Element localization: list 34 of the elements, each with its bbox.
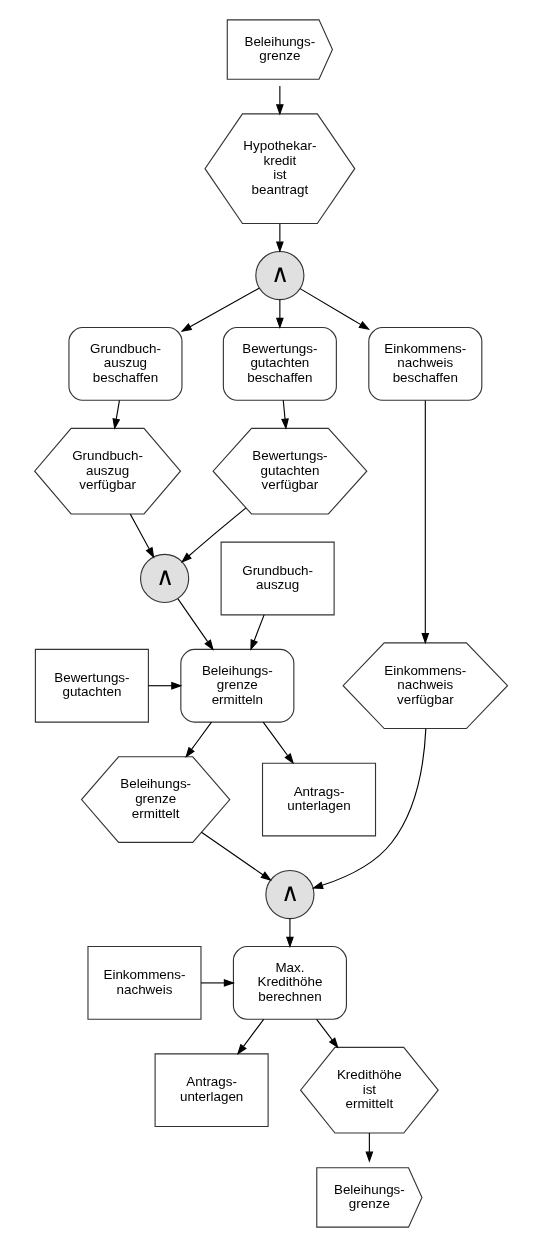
node-circle: ∧ xyxy=(265,869,315,920)
arrow xyxy=(180,287,260,332)
node-box: Antrags- unterlagen xyxy=(261,762,377,837)
node-box: Bewertungs- gutachten xyxy=(34,648,149,723)
arrow xyxy=(299,288,371,331)
arrow xyxy=(421,399,430,645)
arrow xyxy=(185,721,213,759)
arrow xyxy=(311,728,427,889)
arrow xyxy=(286,918,294,948)
node-circle: ∧ xyxy=(255,250,305,301)
arrow xyxy=(177,598,214,651)
arrow xyxy=(129,513,155,559)
arrow xyxy=(316,1018,339,1049)
arrow xyxy=(112,399,121,430)
node-box: Grundbuch- auszug xyxy=(220,541,335,616)
arrow xyxy=(275,85,284,116)
node-box: Grundbuch- auszug beschaffen xyxy=(68,327,183,401)
arrow xyxy=(200,979,235,987)
arrow xyxy=(365,1132,374,1163)
arrow xyxy=(275,223,284,253)
node-box: Einkommens- nachweis xyxy=(87,946,202,1020)
arrow xyxy=(236,1018,265,1056)
node-box: Einkommens- nachweis beschaffen xyxy=(368,327,483,401)
arrow xyxy=(262,721,295,765)
node-box: Antrags- unterlagen xyxy=(154,1053,269,1128)
arrow xyxy=(250,614,265,651)
arrow xyxy=(147,681,183,690)
arrow xyxy=(180,507,247,563)
node-box: Beleihungs- grenze ermitteln xyxy=(180,648,295,723)
node-box: Bewertungs- gutachten beschaffen xyxy=(222,327,337,401)
arrow xyxy=(281,399,289,430)
arrow xyxy=(200,831,272,881)
arrow xyxy=(275,299,284,329)
node-box: Max. Kredithöhe berechnen xyxy=(232,946,347,1020)
